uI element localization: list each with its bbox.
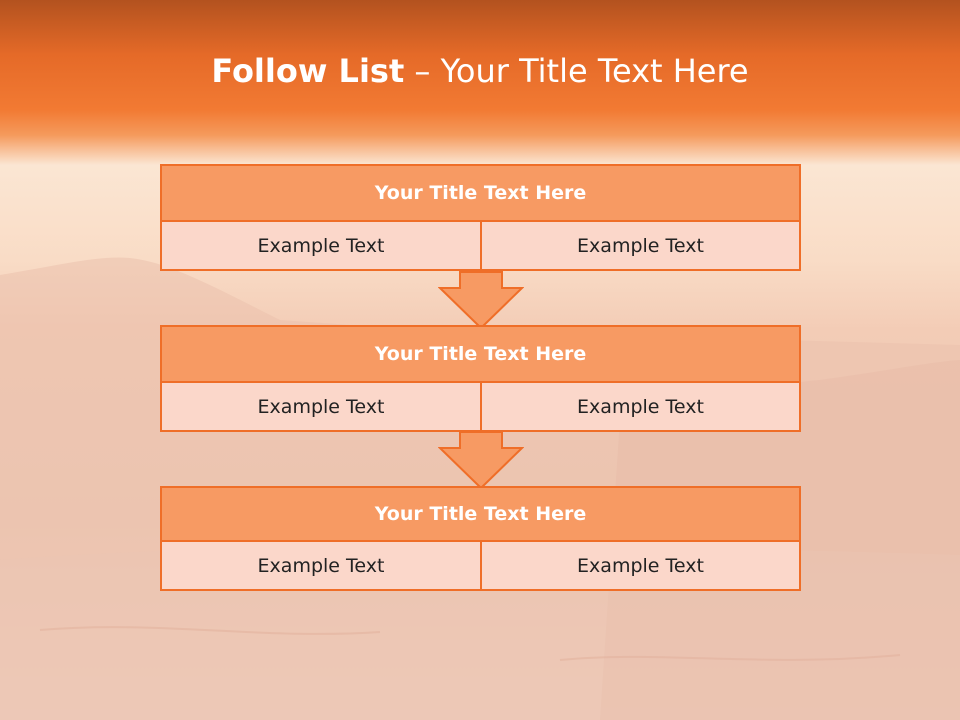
block-header: Your Title Text Here (160, 164, 801, 222)
flow-block-2: Your Title Text Here Example Text Exampl… (160, 325, 801, 432)
block-cell-right: Example Text (480, 220, 801, 271)
title-rest: – Your Title Text Here (404, 52, 749, 90)
block-header: Your Title Text Here (160, 486, 801, 542)
flow-block-1: Your Title Text Here Example Text Exampl… (160, 164, 801, 271)
block-cell-right: Example Text (480, 381, 801, 432)
block-cell-left: Example Text (160, 540, 482, 591)
block-cell-left: Example Text (160, 381, 482, 432)
down-arrow-icon (438, 271, 524, 329)
block-cell-left: Example Text (160, 220, 482, 271)
flow-block-3: Your Title Text Here Example Text Exampl… (160, 486, 801, 593)
down-arrow-icon (438, 431, 524, 489)
title-bold: Follow List (211, 52, 405, 90)
block-header: Your Title Text Here (160, 325, 801, 383)
block-cell-right: Example Text (480, 540, 801, 591)
slide-title: Follow List – Your Title Text Here (0, 52, 960, 90)
